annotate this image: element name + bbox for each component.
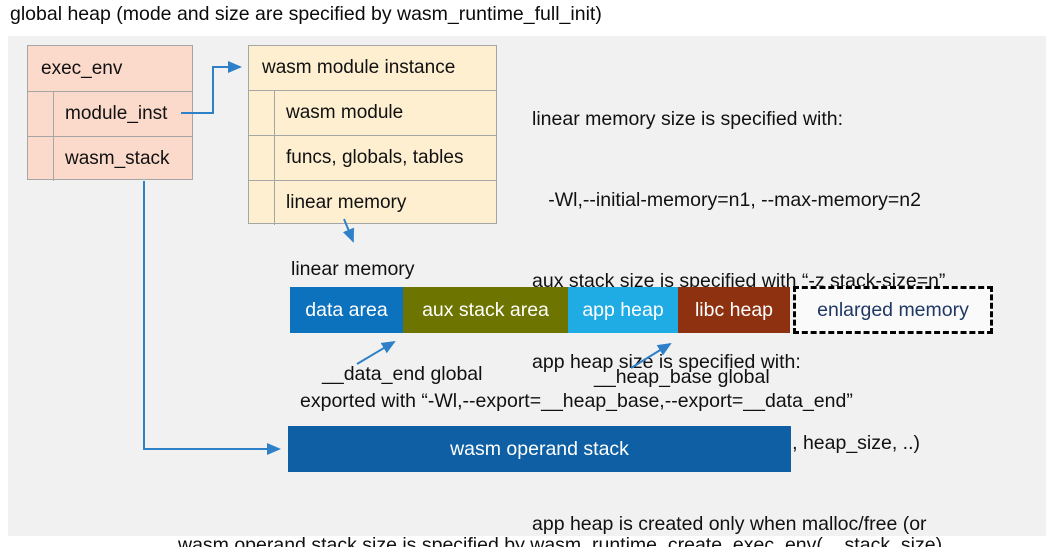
wasm-operand-stack-bar: wasm operand stack [288, 426, 791, 472]
module-instance-header: wasm module instance [262, 57, 456, 78]
indent-cell [28, 137, 54, 181]
note-line: wasm operand stack size is specified by … [178, 534, 943, 547]
module-instance-row-label: wasm module [286, 102, 404, 123]
heap-base-label: __heap_base global [594, 366, 770, 388]
module-instance-row-label: linear memory [286, 192, 407, 213]
note-line: -Wl,--initial-memory=n1, --max-memory=n2 [532, 189, 921, 211]
exec-env-row-label: module_inst [65, 103, 168, 124]
exec-env-row-label: wasm_stack [65, 148, 170, 169]
note-line: app heap is created only when malloc/fre… [532, 513, 927, 535]
exported-with-label: exported with “-Wl,--export=__heap_base,… [300, 390, 853, 412]
indent-cell [249, 136, 275, 180]
segment-app-heap: app heap [568, 287, 678, 333]
exec-env-header: exec_env [41, 57, 123, 79]
segment-aux-stack-area: aux stack area [403, 287, 568, 333]
note-line: app heap size is specified with: [532, 351, 801, 373]
module-instance-row-wasm-module: wasm module [249, 90, 496, 135]
linear-memory-label: linear memory [291, 258, 415, 280]
module-instance-row-label: funcs, globals, tables [286, 147, 464, 168]
diagram-title: global heap (mode and size are specified… [10, 3, 602, 25]
segment-libc-heap: libc heap [678, 287, 790, 333]
data-end-label: __data_end global [322, 363, 483, 385]
indent-cell [249, 91, 275, 135]
linear-memory-bar: data area aux stack area app heap libc h… [290, 287, 790, 333]
exec-env-row-wasm-stack: wasm_stack [28, 136, 192, 181]
module-instance-row-linear-memory: linear memory [249, 180, 496, 225]
segment-enlarged-memory: enlarged memory [793, 286, 993, 334]
module-instance-row-funcs-globals-tables: funcs, globals, tables [249, 135, 496, 180]
operand-stack-notes: wasm operand stack size is specified by … [178, 478, 942, 547]
indent-cell [249, 181, 275, 225]
segment-data-area: data area [290, 287, 403, 333]
indent-cell [28, 92, 54, 136]
module-instance-box: wasm module instance wasm module funcs, … [248, 45, 497, 225]
note-line: linear memory size is specified with: [532, 108, 844, 130]
exec-env-box: exec_env module_inst wasm_stack [27, 45, 193, 181]
exec-env-row-module-inst: module_inst [28, 91, 192, 136]
